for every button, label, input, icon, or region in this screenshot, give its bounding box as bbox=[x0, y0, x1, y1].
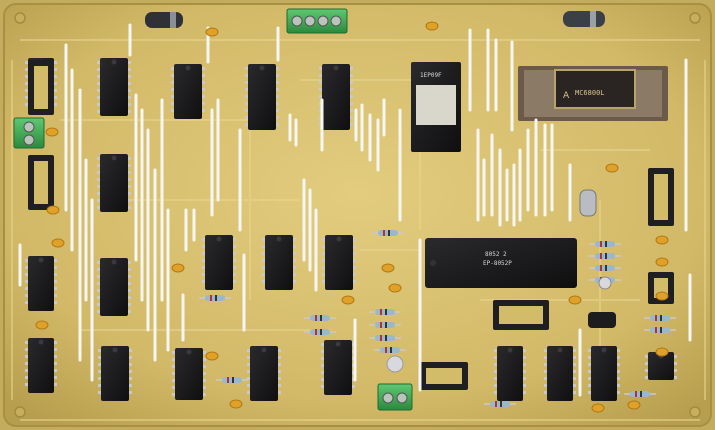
resistor bbox=[369, 309, 401, 315]
terminal-block-bottom bbox=[377, 383, 413, 411]
dip-ic bbox=[245, 64, 279, 130]
eprom-chip: A MC6800L bbox=[518, 66, 668, 121]
crystal bbox=[579, 189, 597, 217]
ceramic-capacitor bbox=[229, 399, 243, 409]
ceramic-capacitor bbox=[655, 257, 669, 267]
dip-ic bbox=[97, 258, 131, 316]
ceramic-capacitor bbox=[655, 291, 669, 301]
eprom-brand: A bbox=[563, 91, 570, 101]
ceramic-capacitor bbox=[35, 320, 49, 330]
ceramic-capacitor bbox=[45, 127, 59, 137]
dip-ic bbox=[321, 340, 355, 395]
ceramic-capacitor bbox=[605, 163, 619, 173]
ceramic-capacitor bbox=[171, 263, 185, 273]
ceramic-capacitor bbox=[591, 403, 605, 413]
resistor bbox=[644, 327, 676, 333]
jumper-wires bbox=[18, 23, 692, 397]
ceramic-capacitor bbox=[568, 295, 582, 305]
electrolytic-capacitor-right bbox=[563, 11, 605, 27]
dip-ic bbox=[588, 346, 620, 401]
resistor bbox=[304, 329, 336, 335]
dip-ic bbox=[25, 256, 57, 311]
eprom-28pin-chip: 1EP09F bbox=[411, 62, 461, 152]
resistor bbox=[372, 230, 404, 236]
eprom-label: MC6800L bbox=[575, 89, 605, 97]
resistor bbox=[304, 315, 336, 321]
terminal-block-top bbox=[286, 8, 348, 34]
dip-ic bbox=[97, 58, 131, 116]
dip-ic bbox=[25, 338, 57, 393]
resistors bbox=[199, 230, 676, 407]
dip-chips bbox=[25, 58, 677, 401]
dip-ic bbox=[202, 235, 236, 290]
dip-ic bbox=[172, 348, 206, 400]
resistor bbox=[369, 335, 401, 341]
dip-ic bbox=[494, 346, 526, 401]
ceramic-capacitor bbox=[341, 295, 355, 305]
ic-socket bbox=[28, 155, 54, 210]
ic-socket bbox=[648, 168, 674, 226]
trimmer bbox=[588, 276, 616, 328]
ic-socket bbox=[420, 362, 468, 390]
ceramic-capacitor bbox=[655, 347, 669, 357]
dip-ic bbox=[544, 346, 576, 401]
eprom-28pin-label: 1EP09F bbox=[420, 72, 442, 79]
ceramic-capacitor bbox=[627, 400, 641, 410]
resistor bbox=[589, 265, 621, 271]
resistor bbox=[369, 322, 401, 328]
ceramic-capacitor bbox=[388, 283, 402, 293]
led bbox=[386, 355, 404, 373]
dip-ic bbox=[247, 346, 281, 401]
resistor bbox=[624, 391, 656, 397]
electrolytic-capacitor bbox=[145, 12, 183, 28]
dip-ic bbox=[319, 64, 353, 130]
ceramic-capacitor bbox=[205, 351, 219, 361]
ceramic-capacitor bbox=[46, 205, 60, 215]
copper-traces bbox=[11, 39, 706, 421]
ceramic-capacitor bbox=[205, 27, 219, 37]
cpu-chip: 8052 2 EP-8052P bbox=[425, 238, 577, 288]
resistor bbox=[374, 347, 406, 353]
resistor bbox=[199, 295, 231, 301]
dip-ic bbox=[262, 235, 296, 290]
dip-ic bbox=[97, 154, 131, 212]
resistor bbox=[644, 315, 676, 321]
cpu-label-line2: EP-8052P bbox=[483, 260, 512, 267]
ceramic-capacitor bbox=[381, 263, 395, 273]
ceramic-capacitor bbox=[425, 21, 439, 31]
mounting-holes bbox=[14, 12, 701, 418]
resistor bbox=[589, 253, 621, 259]
ic-socket bbox=[493, 300, 549, 330]
ceramic-capacitor bbox=[655, 235, 669, 245]
ic-sockets bbox=[28, 60, 674, 390]
dip-ic bbox=[322, 235, 356, 290]
ceramic-capacitors bbox=[35, 21, 669, 413]
ceramic-capacitor bbox=[51, 238, 65, 248]
ic-socket bbox=[28, 60, 54, 115]
resistor bbox=[589, 241, 621, 247]
terminal-block-left bbox=[13, 117, 45, 149]
cpu-label-line1: 8052 2 bbox=[485, 251, 507, 258]
resistor bbox=[216, 377, 248, 383]
dip-ic bbox=[98, 346, 132, 401]
resistor bbox=[484, 401, 516, 407]
dip-ic bbox=[171, 64, 205, 119]
